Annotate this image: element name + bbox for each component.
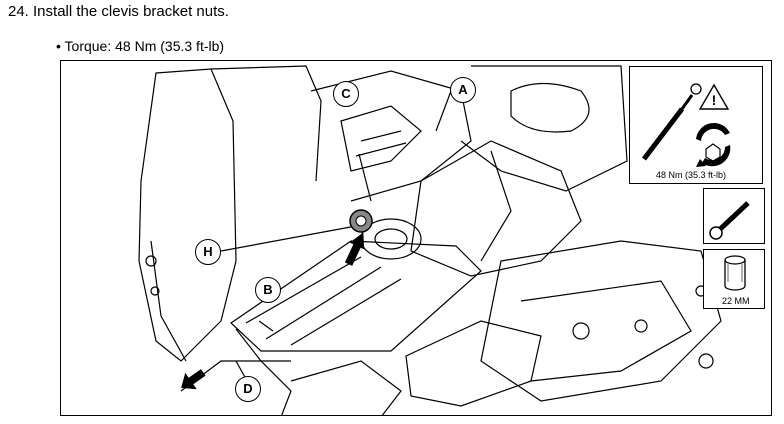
torque-spec: • Torque: 48 Nm (35.3 ft-lb): [56, 38, 225, 54]
torque-wrench-icon: !: [642, 83, 731, 167]
socket-size-label: 22 MM: [722, 296, 750, 306]
ratchet-icon: [709, 201, 750, 240]
svg-text:!: !: [712, 92, 717, 108]
ratchet-panel: [703, 188, 765, 244]
callout-a: A: [450, 77, 476, 103]
installation-illustration: A B C D H ! 48 Nm (35.3 ft-lb): [60, 60, 772, 416]
callout-h: H: [195, 239, 221, 265]
vehicle-underbody-drawing: [138, 65, 722, 415]
callout-b: B: [255, 277, 281, 303]
step-title: 24. Install the clevis bracket nuts.: [8, 3, 229, 20]
torque-panel: ! 48 Nm (35.3 ft-lb): [629, 66, 763, 184]
callout-c: C: [333, 81, 359, 107]
socket-icon: [724, 255, 746, 291]
socket-panel: 22 MM: [703, 249, 765, 309]
callout-d: D: [235, 376, 261, 402]
torque-value-label: 48 Nm (35.3 ft-lb): [656, 170, 727, 180]
